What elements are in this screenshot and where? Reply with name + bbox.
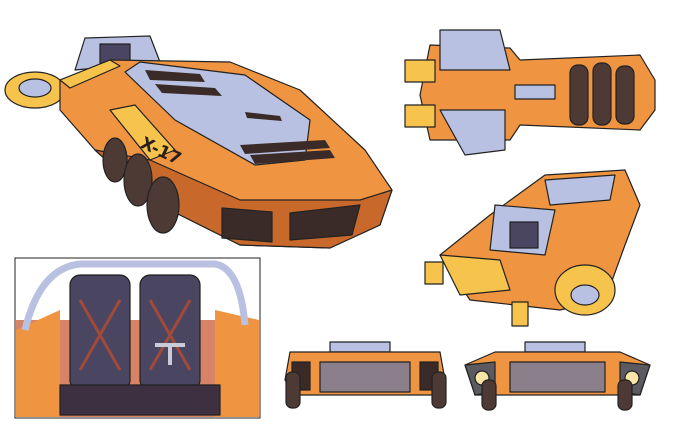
wheel [102,137,128,183]
wheel [146,176,180,234]
vehicle-rear-view [464,341,651,411]
wheel [592,62,612,126]
wheel [285,371,301,409]
hood-panel [439,29,511,71]
trim-band [109,104,176,161]
rear-grille [509,361,606,393]
wheel [615,65,635,125]
wheel [123,153,153,207]
seat-harness [78,299,122,371]
seats [509,221,539,249]
wheel [431,371,447,409]
front-grille [221,207,273,243]
hood-panel [544,174,616,206]
vehicle-perspective-rear [424,169,641,327]
wheel [569,64,589,126]
seat-harness [148,299,192,371]
front-grille [289,204,361,241]
wheel [617,379,633,411]
roll-bar [21,260,249,331]
cockpit-interior-view [14,257,261,419]
vehicle-front-view [284,341,447,409]
front-grille [319,361,411,393]
control-stick [155,343,185,365]
vehicle-perspective-front: X-17 [4,35,393,249]
vehicle-top-view [404,29,656,156]
wheel [481,379,497,411]
